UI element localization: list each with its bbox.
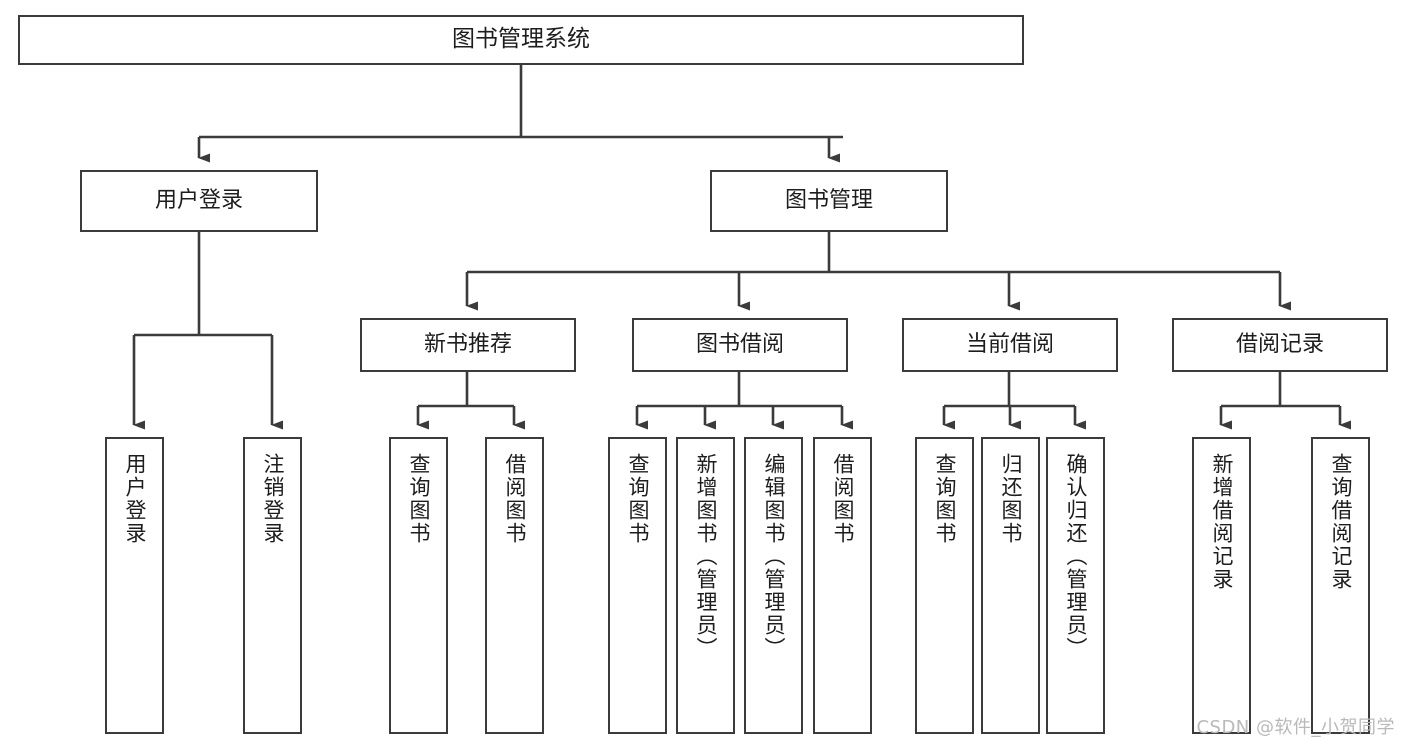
node-leaf-record-query-borrow-record[interactable]: 查询借阅记录 [1311, 437, 1370, 734]
node-label: 图书管理 [784, 188, 873, 214]
node-leaf-current-confirm-return-admin[interactable]: 确认归还（管理员） [1046, 437, 1105, 734]
node-leaf-current-query-book[interactable]: 查询图书 [915, 437, 974, 734]
node-leaf-newbook-borrow-book[interactable]: 借阅图书 [485, 437, 544, 734]
node-label: 图书管理系统 [452, 26, 590, 53]
node-user-login[interactable]: 用户登录 [80, 170, 318, 232]
node-label: 新书推荐 [423, 332, 512, 358]
node-label: 查询借阅记录 [1329, 453, 1353, 591]
node-label: 新增借阅记录 [1210, 453, 1234, 591]
node-label: 查询图书 [933, 453, 957, 545]
node-label: 编辑图书（管理员） [762, 453, 786, 660]
node-label: 确认归还（管理员） [1064, 453, 1088, 660]
node-label: 当前借阅 [965, 332, 1054, 358]
node-label: 用户登录 [123, 453, 147, 545]
node-label: 新增图书（管理员） [694, 453, 718, 660]
node-leaf-borrow-borrow-book[interactable]: 借阅图书 [813, 437, 872, 734]
node-borrow-record[interactable]: 借阅记录 [1172, 318, 1388, 372]
node-leaf-borrow-add-book-admin[interactable]: 新增图书（管理员） [676, 437, 735, 734]
node-root-book-management-system[interactable]: 图书管理系统 [18, 15, 1024, 65]
node-label: 归还图书 [999, 453, 1023, 545]
node-book-management[interactable]: 图书管理 [710, 170, 948, 232]
node-label: 借阅图书 [503, 453, 527, 545]
node-new-book-recommend[interactable]: 新书推荐 [360, 318, 576, 372]
node-label: 借阅图书 [831, 453, 855, 545]
node-leaf-logout[interactable]: 注销登录 [243, 437, 302, 734]
node-leaf-borrow-edit-book-admin[interactable]: 编辑图书（管理员） [744, 437, 803, 734]
node-leaf-record-add-borrow-record[interactable]: 新增借阅记录 [1192, 437, 1251, 734]
node-label: 注销登录 [261, 453, 285, 545]
node-leaf-user-login[interactable]: 用户登录 [105, 437, 164, 734]
node-label: 图书借阅 [695, 332, 784, 358]
node-current-borrow[interactable]: 当前借阅 [902, 318, 1118, 372]
csdn-watermark: CSDN @软件_小贺同学 [1196, 717, 1395, 738]
node-label: 用户登录 [154, 188, 243, 214]
node-leaf-borrow-query-book[interactable]: 查询图书 [608, 437, 667, 734]
node-label: 查询图书 [407, 453, 431, 545]
node-leaf-current-return-book[interactable]: 归还图书 [981, 437, 1040, 734]
node-label: 查询图书 [626, 453, 650, 545]
node-leaf-newbook-query-book[interactable]: 查询图书 [389, 437, 448, 734]
node-label: 借阅记录 [1235, 332, 1324, 358]
node-book-borrow[interactable]: 图书借阅 [632, 318, 848, 372]
